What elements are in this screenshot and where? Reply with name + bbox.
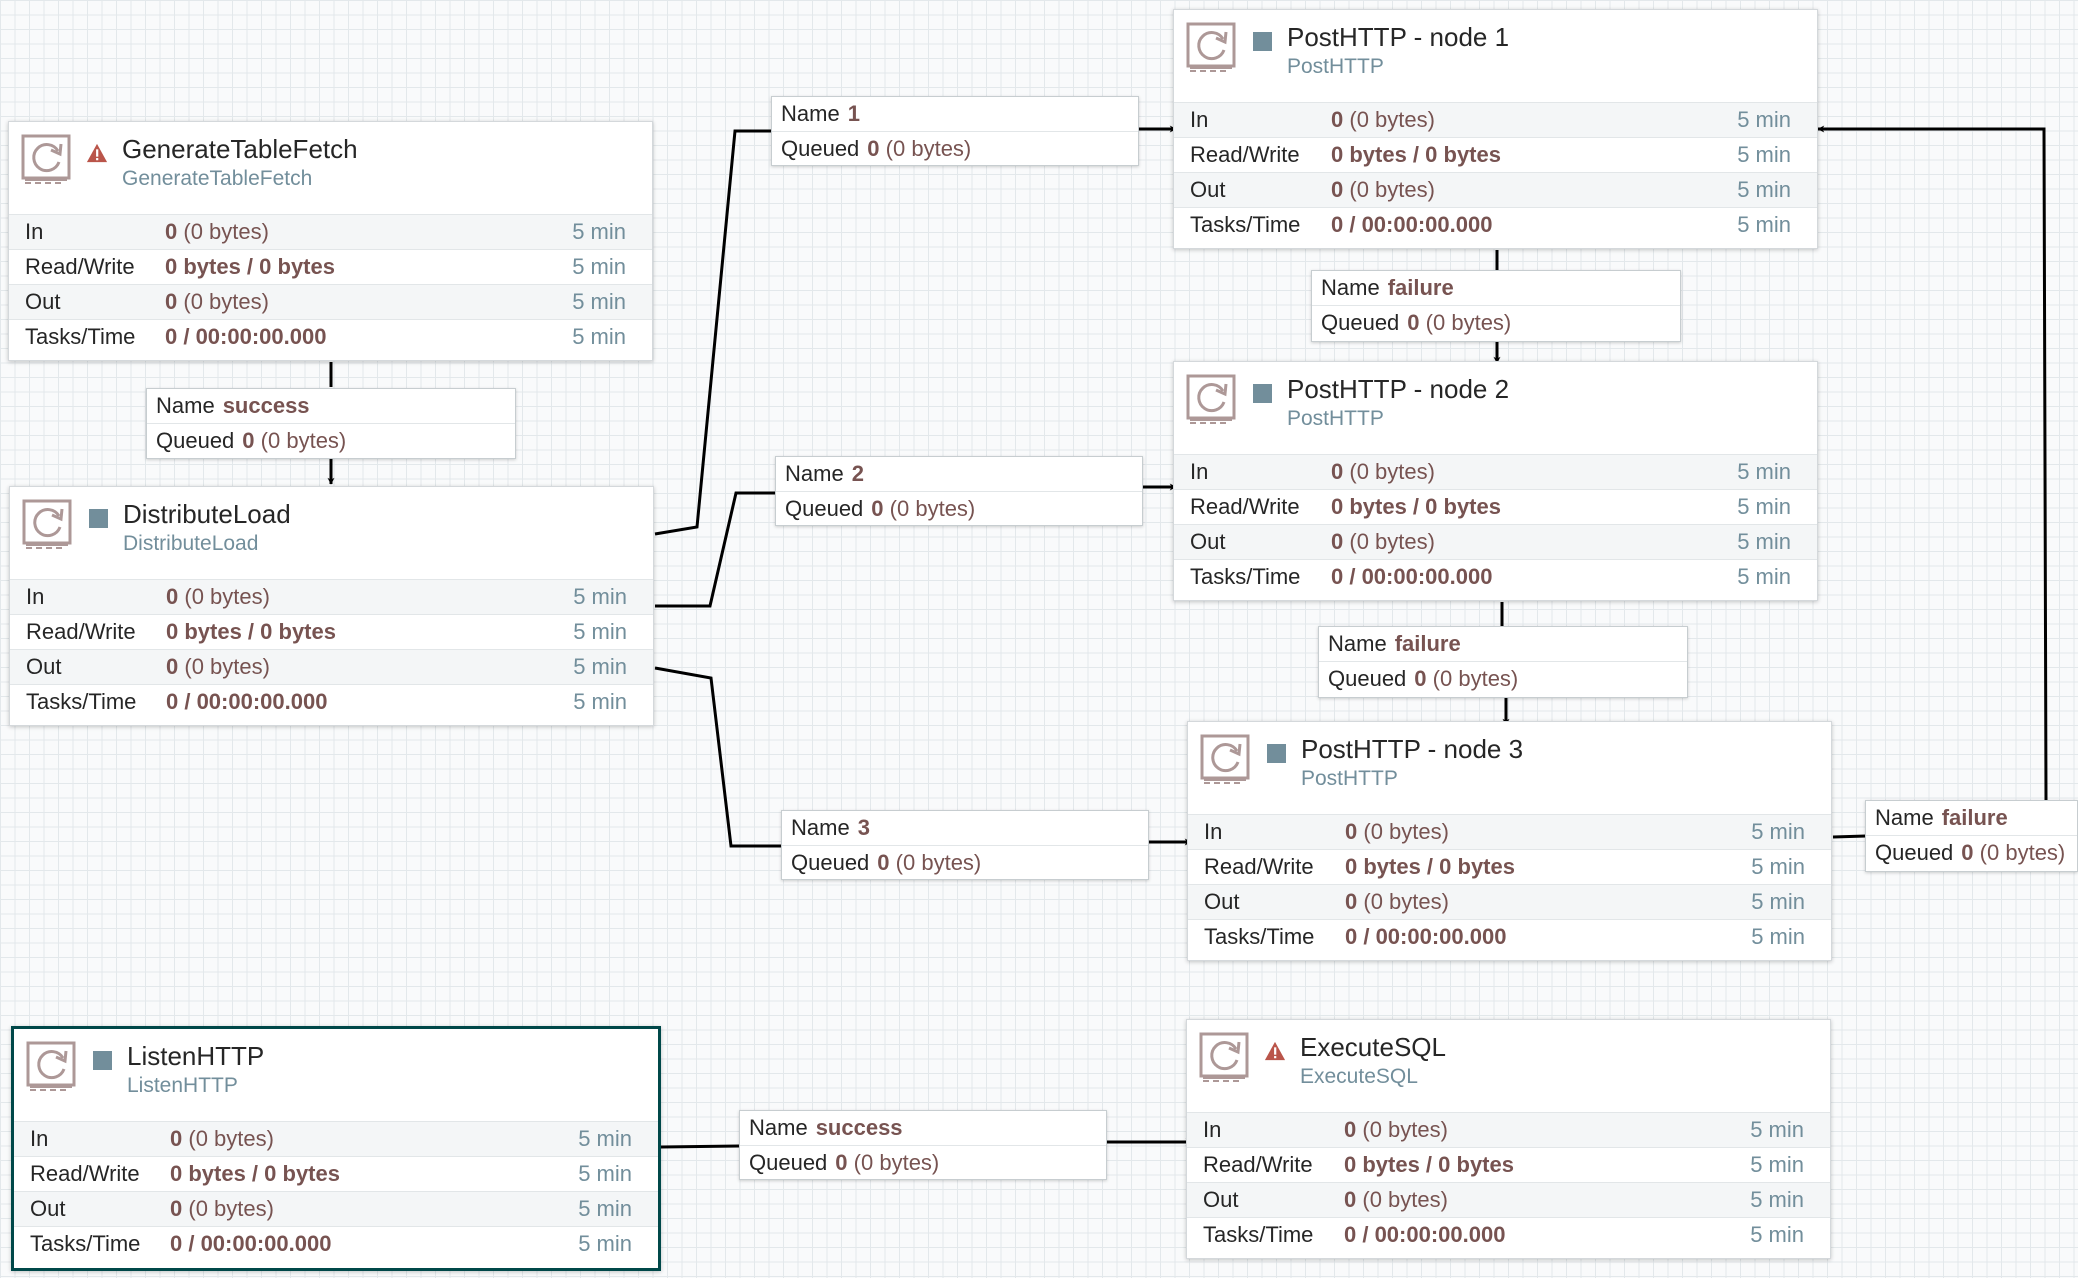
processor-type: PostHTTP [1287,407,1384,430]
stat-in: In 0 (0 bytes) 5 min [14,1121,658,1156]
processor-generatetablefetch[interactable]: GenerateTableFetch GenerateTableFetch In… [8,121,653,361]
stat-tasks-time: Tasks/Time 0 / 00:00:00.000 5 min [1174,559,1817,594]
stat-tasks-time: Tasks/Time 0 / 00:00:00.000 5 min [1187,1217,1830,1252]
processor-icon [1199,1032,1249,1082]
stat-read-write: Read/Write 0 bytes / 0 bytes 5 min [14,1156,658,1191]
stat-tasks-time: Tasks/Time 0 / 00:00:00.000 5 min [1174,207,1817,242]
stat-out: Out 0 (0 bytes) 5 min [1188,884,1831,919]
wire-node3-failure[interactable] [1818,129,2048,839]
processor-name: ExecuteSQL [1300,1032,1446,1062]
stopped-icon[interactable] [93,1051,112,1070]
stat-tasks-time: Tasks/Time 0 / 00:00:00.000 5 min [14,1226,658,1261]
processor-type: PostHTTP [1301,767,1398,790]
stopped-icon[interactable] [1253,384,1272,403]
stat-in: In 0 (0 bytes) 5 min [1188,814,1831,849]
processor-name: PostHTTP - node 3 [1301,734,1524,764]
stat-read-write: Read/Write 0 bytes / 0 bytes 5 min [1174,137,1817,172]
processor-posthttp-node-3[interactable]: PostHTTP - node 3 PostHTTP In 0 (0 bytes… [1187,721,1832,961]
stat-read-write: Read/Write 0 bytes / 0 bytes 5 min [1188,849,1831,884]
processor-stats: In 0 (0 bytes) 5 min Read/Write 0 bytes … [10,579,653,719]
processor-posthttp-node-1[interactable]: PostHTTP - node 1 PostHTTP In 0 (0 bytes… [1173,9,1818,249]
stat-in: In 0 (0 bytes) 5 min [1174,454,1817,489]
stat-out: Out 0 (0 bytes) 5 min [1174,172,1817,207]
processor-name: DistributeLoad [123,499,291,529]
processor-stats: In 0 (0 bytes) 5 min Read/Write 0 bytes … [1187,1112,1830,1252]
processor-posthttp-node-2[interactable]: PostHTTP - node 2 PostHTTP In 0 (0 bytes… [1173,361,1818,601]
processor-stats: In 0 (0 bytes) 5 min Read/Write 0 bytes … [1174,102,1817,242]
stat-tasks-time: Tasks/Time 0 / 00:00:00.000 5 min [1188,919,1831,954]
stat-read-write: Read/Write 0 bytes / 0 bytes 5 min [10,614,653,649]
warning-icon[interactable] [86,142,108,164]
processor-icon [1186,374,1236,424]
stat-in: In 0 (0 bytes) 5 min [10,579,653,614]
processor-name: ListenHTTP [127,1041,265,1071]
processor-name: GenerateTableFetch [122,134,358,164]
processor-icon [1186,22,1236,72]
processor-type: GenerateTableFetch [122,167,313,190]
stat-read-write: Read/Write 0 bytes / 0 bytes 5 min [9,249,652,284]
processor-type: ListenHTTP [127,1074,238,1097]
processor-stats: In 0 (0 bytes) 5 min Read/Write 0 bytes … [14,1121,658,1261]
stat-out: Out 0 (0 bytes) 5 min [10,649,653,684]
processor-stats: In 0 (0 bytes) 5 min Read/Write 0 bytes … [1188,814,1831,954]
stat-tasks-time: Tasks/Time 0 / 00:00:00.000 5 min [9,319,652,354]
processor-listenhttp[interactable]: ListenHTTP ListenHTTP In 0 (0 bytes) 5 m… [11,1026,661,1271]
processor-icon [26,1041,76,1091]
stat-out: Out 0 (0 bytes) 5 min [9,284,652,319]
processor-icon [1200,734,1250,784]
processor-distributeload[interactable]: DistributeLoad DistributeLoad In 0 (0 by… [9,486,654,726]
warning-icon[interactable] [1264,1040,1286,1062]
stopped-icon[interactable] [1253,32,1272,51]
stat-out: Out 0 (0 bytes) 5 min [14,1191,658,1226]
processor-stats: In 0 (0 bytes) 5 min Read/Write 0 bytes … [1174,454,1817,594]
stopped-icon[interactable] [1267,744,1286,763]
processor-type: PostHTTP [1287,55,1384,78]
stat-in: In 0 (0 bytes) 5 min [1174,102,1817,137]
processor-icon [22,499,72,549]
processor-stats: In 0 (0 bytes) 5 min Read/Write 0 bytes … [9,214,652,354]
stat-out: Out 0 (0 bytes) 5 min [1174,524,1817,559]
stat-out: Out 0 (0 bytes) 5 min [1187,1182,1830,1217]
processor-type: DistributeLoad [123,532,259,555]
stat-in: In 0 (0 bytes) 5 min [9,214,652,249]
processor-name: PostHTTP - node 2 [1287,374,1510,404]
stopped-icon[interactable] [89,509,108,528]
stat-in: In 0 (0 bytes) 5 min [1187,1112,1830,1147]
processor-type: ExecuteSQL [1300,1065,1418,1088]
stat-read-write: Read/Write 0 bytes / 0 bytes 5 min [1174,489,1817,524]
processor-executesql[interactable]: ExecuteSQL ExecuteSQL In 0 (0 bytes) 5 m… [1186,1019,1831,1259]
processor-name: PostHTTP - node 1 [1287,22,1510,52]
processor-icon [21,134,71,184]
stat-read-write: Read/Write 0 bytes / 0 bytes 5 min [1187,1147,1830,1182]
stat-tasks-time: Tasks/Time 0 / 00:00:00.000 5 min [10,684,653,719]
